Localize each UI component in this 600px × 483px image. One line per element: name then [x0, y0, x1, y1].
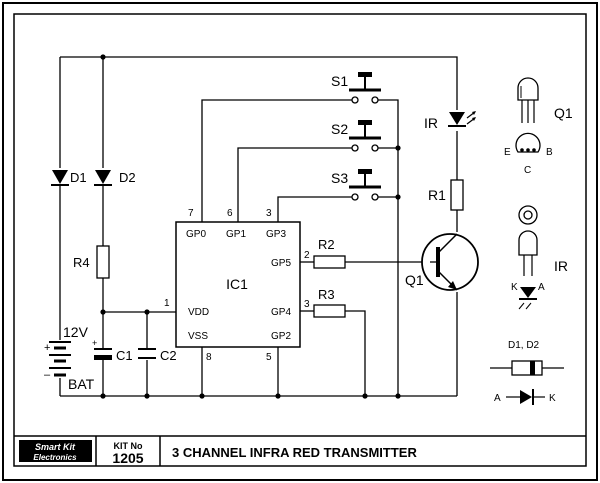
c1-label: C1	[116, 348, 133, 363]
legend-diode-a: A	[494, 393, 501, 404]
brand-line1: Smart Kit	[35, 442, 76, 452]
ir-label: IR	[424, 115, 438, 131]
ir-led: IR	[424, 111, 476, 131]
diode-d2: D2	[94, 170, 136, 186]
kit-no-label: KIT No	[114, 441, 143, 451]
brand-logo	[19, 440, 92, 462]
inner-border	[13, 13, 587, 467]
switch-s3: S3	[331, 169, 381, 201]
transistor-q1: Q1	[405, 233, 479, 291]
battery	[49, 341, 71, 377]
kit-no: 1205	[112, 450, 143, 466]
title-block: Smart Kit Electronics KIT No 1205 3 CHAN…	[14, 435, 586, 466]
pinnum-gp1: 6	[227, 208, 233, 219]
d2-label: D2	[119, 170, 136, 185]
r2-label: R2	[318, 237, 335, 252]
r3-label: R3	[318, 287, 335, 302]
resistor-r1	[450, 179, 464, 211]
pinnum-gp3: 3	[266, 208, 272, 219]
legend-pin-c: C	[524, 165, 531, 176]
pin-vss: VSS	[188, 331, 208, 342]
schematic-title: 3 CHANNEL INFRA RED TRANSMITTER	[172, 445, 417, 460]
pin-gp4: GP4	[271, 307, 291, 318]
diode-d1: D1	[51, 170, 87, 186]
ic1: IC1 GP0 GP1 GP3 GP5 GP4 GP2 VDD VSS 7 6 …	[164, 208, 310, 363]
pinnum-gp0: 7	[188, 208, 194, 219]
battery-voltage: 12V	[63, 324, 89, 340]
legend-diode-title: D1, D2	[508, 340, 540, 351]
capacitor-c2: C2	[138, 348, 177, 363]
pinnum-vss: 8	[206, 352, 212, 363]
pin-gp1: GP1	[226, 229, 246, 240]
wires	[59, 56, 458, 397]
pinnum-gp2: 5	[266, 352, 272, 363]
legend-ir-a: A	[538, 282, 545, 293]
switch-s1: S1	[331, 72, 381, 104]
pin-gp5: GP5	[271, 258, 291, 269]
pin-vdd: VDD	[188, 307, 209, 318]
legend-diode-k: K	[549, 393, 556, 404]
junctions	[100, 54, 401, 399]
legend-diode: D1, D2 A K	[490, 340, 564, 405]
brand-line2: Electronics	[33, 453, 77, 462]
r4-label: R4	[73, 255, 90, 270]
battery-label: BAT	[68, 376, 95, 392]
pin-gp2: GP2	[271, 331, 291, 342]
capacitor-c1: + C1	[92, 338, 133, 363]
s1-label: S1	[331, 73, 348, 89]
switch-s2: S2	[331, 120, 381, 152]
pin-gp3: GP3	[266, 229, 286, 240]
c2-label: C2	[160, 348, 177, 363]
pinnum-gp4: 3	[304, 299, 310, 310]
battery-minus: –	[44, 369, 51, 381]
legend-ir-led: IR K A	[511, 205, 568, 310]
pin-gp0: GP0	[186, 229, 206, 240]
r1-label: R1	[428, 187, 446, 203]
ic-name: IC1	[226, 276, 248, 292]
s2-label: S2	[331, 121, 348, 137]
resistor-r4	[96, 245, 110, 279]
c1-plus: +	[92, 338, 97, 348]
legend-q1-title: Q1	[554, 105, 573, 121]
pinnum-gp5: 2	[304, 250, 310, 261]
resistor-r2	[313, 255, 346, 269]
s3-label: S3	[331, 170, 348, 186]
battery-plus: +	[44, 342, 50, 354]
q1-label: Q1	[405, 272, 424, 288]
legend-q1: Q1 E B C	[504, 77, 573, 176]
d1-label: D1	[70, 170, 87, 185]
legend-ir-k: K	[511, 282, 518, 293]
legend-pin-b: B	[546, 147, 553, 158]
resistor-r3	[313, 304, 346, 318]
legend-pin-e: E	[504, 147, 511, 158]
legend-ir-title: IR	[554, 258, 568, 274]
pinnum-vdd: 1	[164, 298, 170, 309]
